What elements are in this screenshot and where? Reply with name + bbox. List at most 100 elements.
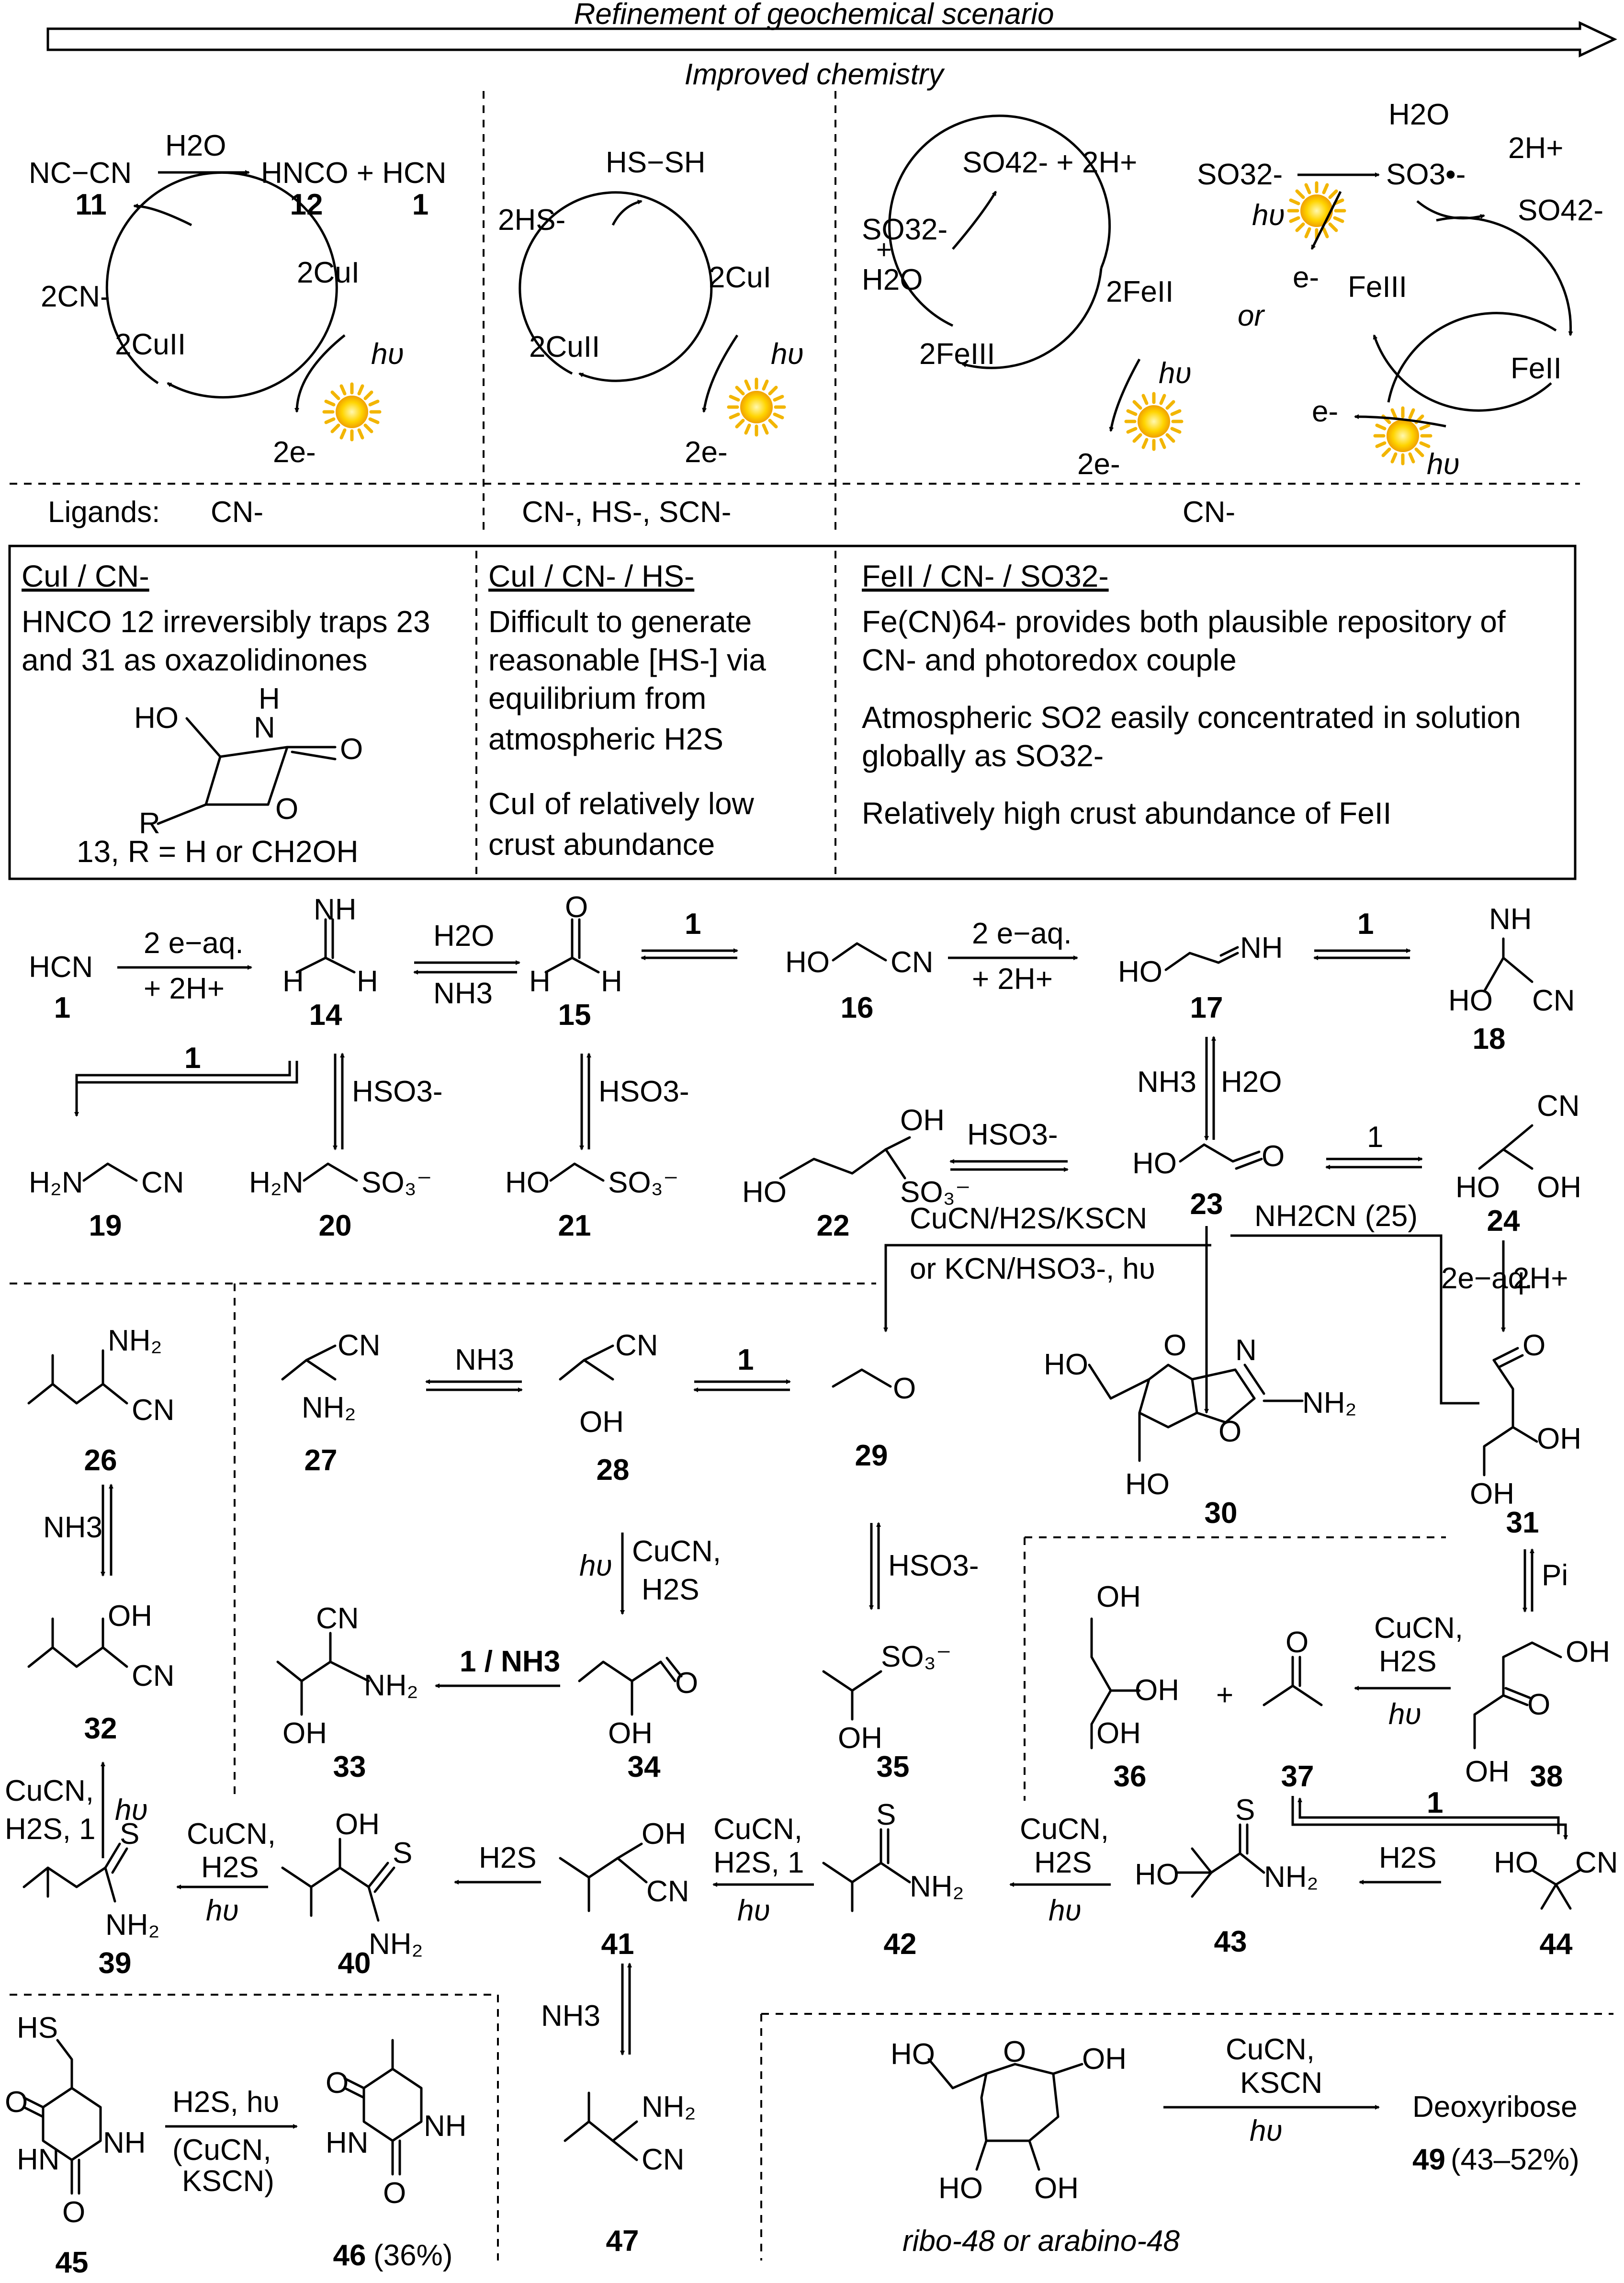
svg-text:SO32-: SO32- — [1197, 158, 1283, 191]
svg-text:OH: OH — [642, 1817, 686, 1851]
reaction-scheme: HCN 1 2 e−aq. + 2H+ NH H H 14 H2O NH3 O … — [5, 891, 1618, 2279]
ncn-formula: NC−CN — [29, 157, 132, 190]
svg-text:H2S: H2S — [201, 1851, 259, 1884]
svg-text:30: 30 — [1205, 1497, 1238, 1530]
svg-text:+: + — [1216, 1679, 1233, 1712]
svg-text:hυ: hυ — [771, 338, 804, 371]
svg-text:NH2CN (25): NH2CN (25) — [1254, 1200, 1418, 1233]
svg-text:18: 18 — [1473, 1022, 1506, 1056]
svg-text:OH: OH — [838, 1722, 882, 1755]
svg-text:or: or — [1238, 299, 1265, 332]
svg-text:(CuCN,: (CuCN, — [172, 2134, 271, 2167]
svg-text:CuI of relatively low: CuI of relatively low — [488, 786, 755, 821]
svg-text:hυ: hυ — [1252, 199, 1285, 232]
svg-text:S: S — [876, 1798, 896, 1831]
svg-text:41: 41 — [601, 1928, 634, 1961]
svg-text:OH: OH — [900, 1104, 945, 1137]
svg-text:S: S — [1235, 1794, 1255, 1827]
svg-text:e-: e- — [1293, 261, 1319, 294]
svg-text:NH3: NH3 — [1137, 1066, 1196, 1099]
svg-text:R: R — [139, 807, 160, 840]
svg-text:2CuI: 2CuI — [709, 261, 771, 294]
svg-text:HO: HO — [785, 946, 830, 979]
svg-text:29: 29 — [855, 1439, 888, 1472]
svg-text:1: 1 — [1357, 908, 1374, 941]
box-col-cu-hs: CuI / CN- / HS- Difficult to generate re… — [488, 559, 766, 862]
svg-text:39: 39 — [99, 1947, 132, 1980]
svg-text:H2S: H2S — [1379, 1841, 1437, 1874]
svg-text:hυ: hυ — [1250, 2114, 1283, 2147]
svg-text:CN: CN — [1537, 1090, 1580, 1123]
svg-text:2FeIII: 2FeIII — [919, 338, 995, 371]
svg-text:19: 19 — [89, 1209, 122, 1242]
sun-icon — [729, 379, 784, 435]
svg-text:OH: OH — [108, 1600, 152, 1633]
sun-icon — [1289, 183, 1344, 239]
svg-text:CuCN,: CuCN, — [1374, 1612, 1463, 1645]
svg-text:H2S, hυ: H2S, hυ — [172, 2086, 279, 2119]
svg-text:globally as SO32-: globally as SO32- — [862, 738, 1104, 773]
svg-text:HSO3-: HSO3- — [967, 1118, 1058, 1151]
svg-text:NH₂: NH₂ — [364, 1669, 418, 1702]
svg-text:H2S: H2S — [642, 1573, 699, 1606]
svg-text:O: O — [1218, 1415, 1241, 1448]
svg-text:OH: OH — [1034, 2172, 1079, 2205]
svg-text:H2S: H2S — [1379, 1645, 1437, 1678]
svg-text:35: 35 — [877, 1750, 910, 1783]
svg-text:O: O — [1262, 1140, 1285, 1173]
svg-text:HO: HO — [1132, 1147, 1177, 1180]
svg-text:2 e−aq.: 2 e−aq. — [144, 927, 244, 960]
svg-text:O: O — [1163, 1329, 1186, 1362]
svg-text:1: 1 — [412, 188, 429, 221]
svg-text:H2S: H2S — [479, 1841, 537, 1874]
svg-text:NH₂: NH₂ — [642, 2090, 696, 2124]
svg-text:46: 46 — [333, 2239, 366, 2272]
svg-text:S: S — [393, 1837, 412, 1870]
svg-text:CN: CN — [141, 1166, 184, 1199]
svg-text:KSCN): KSCN) — [182, 2165, 274, 2198]
svg-text:hυ: hυ — [1159, 357, 1192, 390]
svg-text:hυ: hυ — [115, 1794, 148, 1827]
compound-46-structure: O HN NH O 46 (36%) — [326, 2039, 467, 2272]
svg-text:HSO3-: HSO3- — [352, 1075, 442, 1108]
compound-30-structure: HO O N NH₂ O HO 30 — [1044, 1329, 1357, 1530]
svg-text:2H+: 2H+ — [1508, 132, 1563, 165]
svg-text:12: 12 — [290, 188, 323, 221]
svg-text:37: 37 — [1281, 1760, 1314, 1793]
svg-text:NH: NH — [1240, 931, 1283, 965]
svg-text:H2O: H2O — [433, 920, 494, 953]
svg-text:hυ: hυ — [1388, 1698, 1421, 1731]
svg-text:OH: OH — [1465, 1755, 1510, 1788]
svg-text:NH: NH — [1489, 903, 1532, 936]
svg-text:40: 40 — [338, 1947, 371, 1980]
svg-text:NH: NH — [314, 893, 357, 926]
svg-text:SO₃⁻: SO₃⁻ — [361, 1166, 432, 1199]
svg-text:1: 1 — [737, 1343, 754, 1376]
svg-text:NH: NH — [103, 2126, 146, 2159]
compound-11-label: 11 — [75, 188, 107, 221]
svg-text:CN: CN — [891, 946, 934, 979]
refinement-label: Refinement of geochemical scenario — [574, 0, 1054, 31]
svg-text:2e-: 2e- — [1077, 448, 1120, 481]
sun-icon — [324, 384, 380, 440]
compound-48-structure: HO O OH HO OH ribo-48 or arabino-48 — [891, 2035, 1180, 2258]
svg-text:CuCN/H2S/KSCN: CuCN/H2S/KSCN — [910, 1202, 1147, 1235]
svg-text:14: 14 — [309, 999, 342, 1032]
cu-ii-label: 2CuII — [115, 328, 186, 361]
svg-text:OH: OH — [1537, 1422, 1581, 1455]
svg-text:OH: OH — [1082, 2043, 1127, 2076]
svg-text:42: 42 — [884, 1928, 917, 1961]
svg-text:HNCO 12 irreversibly traps 23: HNCO 12 irreversibly traps 23 — [22, 604, 430, 639]
svg-text:O: O — [565, 891, 588, 924]
compound-13-structure: HO N H O O R — [134, 682, 363, 840]
svg-text:28: 28 — [597, 1454, 630, 1487]
svg-text:44: 44 — [1540, 1928, 1573, 1961]
svg-text:OH: OH — [1537, 1171, 1581, 1204]
svg-text:H2O: H2O — [1221, 1066, 1282, 1099]
svg-text:Pi: Pi — [1542, 1559, 1568, 1592]
summary-box — [8, 545, 1577, 880]
svg-text:2e−aq.: 2e−aq. — [1441, 1262, 1533, 1295]
ligands-row: Ligands: CN- CN-, HS-, SCN- CN- — [48, 496, 1235, 529]
svg-text:H2O: H2O — [862, 263, 923, 296]
svg-text:Deoxyribose: Deoxyribose — [1412, 2090, 1578, 2124]
